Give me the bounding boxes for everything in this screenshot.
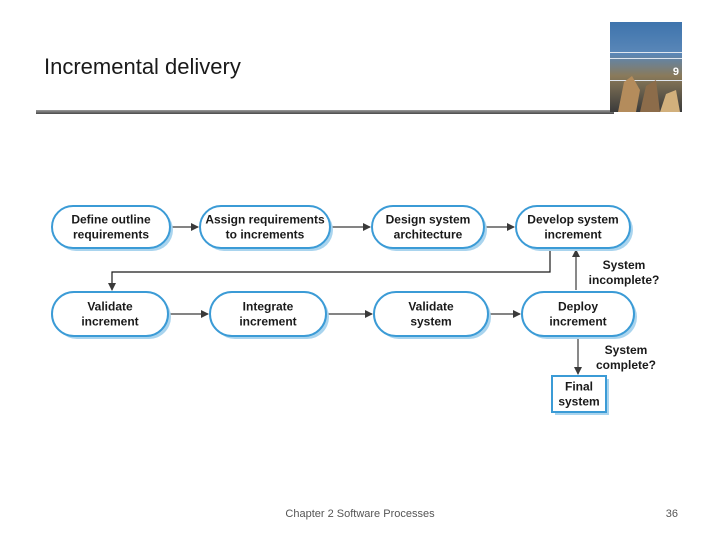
cover-band: [610, 80, 682, 81]
cover-edition-number: 9: [672, 66, 679, 78]
node-label: Define outline: [71, 213, 151, 227]
edge-label: complete?: [596, 358, 656, 372]
node-label: increment: [544, 228, 601, 242]
node-label: architecture: [394, 228, 463, 242]
node-label: Validate: [408, 300, 454, 314]
edge-label: System: [603, 258, 646, 272]
node-design: [371, 205, 485, 249]
node-validate-inc: [51, 291, 169, 337]
feedback-arrow: [108, 248, 551, 291]
node-define: [51, 205, 171, 249]
node-assign: [199, 205, 331, 249]
node-label: increment: [239, 315, 296, 329]
cover-building-art: [618, 76, 680, 112]
node-label: system: [558, 395, 599, 409]
node-label: Deploy: [558, 300, 598, 314]
cover-band: [610, 58, 682, 59]
edge-label: System: [605, 343, 648, 357]
book-cover-image: 9: [610, 22, 682, 112]
node-label: Design system: [386, 213, 471, 227]
slide-title: Incremental delivery: [44, 54, 241, 79]
node-deploy: [521, 291, 635, 337]
node-integrate: [209, 291, 327, 337]
node-label: Develop system: [527, 213, 618, 227]
node-label: Assign requirements: [205, 213, 325, 227]
node-label: Integrate: [243, 300, 294, 314]
edge-label: incomplete?: [589, 273, 660, 287]
node-label: increment: [549, 315, 606, 329]
node-label: requirements: [73, 228, 149, 242]
node-label: system: [410, 315, 451, 329]
node-label: Final: [565, 380, 593, 394]
footer-text: Chapter 2 Software Processes: [285, 508, 435, 520]
node-label: to increments: [226, 228, 305, 242]
title-divider: [36, 110, 614, 114]
node-develop: [515, 205, 631, 249]
node-final: [551, 375, 607, 413]
cover-band: [610, 52, 682, 53]
node-label: Validate: [87, 300, 133, 314]
node-label: increment: [81, 315, 138, 329]
page-number: 36: [665, 508, 678, 520]
node-validate-sys: [373, 291, 489, 337]
